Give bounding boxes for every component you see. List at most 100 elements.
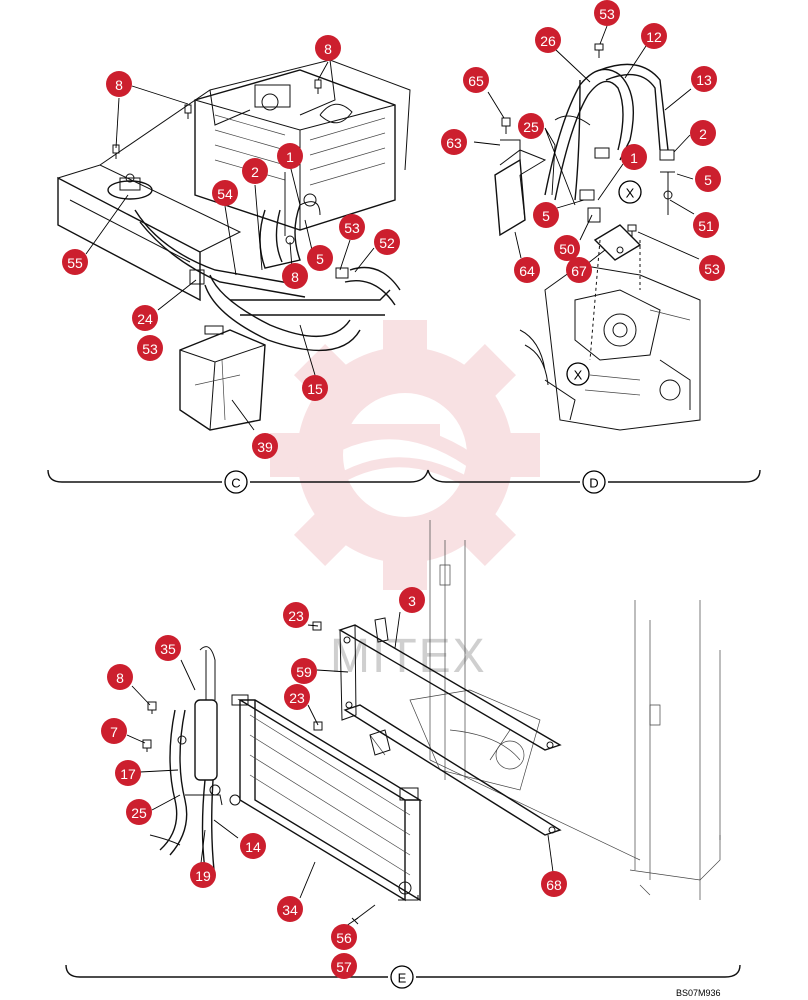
callout-label: 68	[546, 877, 562, 893]
callout-label: 54	[217, 186, 233, 202]
callout-c1a: 1	[277, 143, 303, 169]
callout-badge	[302, 375, 328, 401]
callout-c8a: 8	[106, 71, 132, 97]
callout-c7: 7	[101, 718, 127, 744]
callout-badge	[283, 602, 309, 628]
bolt-icon	[313, 721, 323, 731]
callout-label: 64	[519, 263, 535, 279]
callout-badge	[315, 35, 341, 61]
callout-label: 5	[316, 251, 324, 267]
callout-badge	[533, 202, 559, 228]
callout-c5a: 5	[307, 245, 333, 271]
callout-label: 52	[379, 235, 395, 251]
callout-badge	[252, 433, 278, 459]
callout-label: 34	[282, 902, 298, 918]
callout-badge	[463, 67, 489, 93]
callout-c3: 3	[399, 587, 425, 613]
callout-label: 13	[696, 72, 712, 88]
callout-c1b: 1	[621, 144, 647, 170]
section-label-c: C	[224, 470, 248, 494]
callout-badge	[240, 833, 266, 859]
callout-label: 25	[523, 119, 539, 135]
callout-label: 39	[257, 439, 273, 455]
section-d-drawing	[494, 43, 701, 431]
callout-badge	[282, 263, 308, 289]
callout-c57: 57	[331, 953, 357, 979]
callout-badge	[284, 684, 310, 710]
callout-c5c: 5	[695, 166, 721, 192]
callout-label: 63	[446, 135, 462, 151]
callout-badge	[690, 120, 716, 146]
callout-badge	[535, 27, 561, 53]
callout-c52: 52	[374, 229, 400, 255]
callout-label: 25	[131, 805, 147, 821]
callout-badge	[695, 166, 721, 192]
bolt-icon	[594, 43, 604, 58]
callout-c17: 17	[115, 760, 141, 786]
callout-label: 35	[160, 641, 176, 657]
callout-c25a: 25	[518, 113, 544, 139]
section-label-e-text: E	[398, 971, 407, 986]
callout-c65: 65	[463, 67, 489, 93]
callout-badge	[155, 635, 181, 661]
callout-c50: 50	[554, 235, 580, 261]
callout-c2b: 2	[690, 120, 716, 146]
callout-label: 5	[704, 172, 712, 188]
leader-lines	[85, 25, 700, 927]
callout-c68: 68	[541, 871, 567, 897]
callout-c8c: 8	[282, 263, 308, 289]
callout-label: 57	[336, 959, 352, 975]
callout-label: 8	[324, 41, 332, 57]
callout-badge	[518, 113, 544, 139]
view-marker-x-lower-text: X	[574, 368, 583, 383]
callout-badge	[399, 587, 425, 613]
callout-badge	[107, 664, 133, 690]
section-label-c-text: C	[231, 476, 240, 491]
callout-badge	[441, 129, 467, 155]
callout-label: 5	[542, 208, 550, 224]
callout-label: 15	[307, 381, 323, 397]
callout-label: 53	[344, 220, 360, 236]
callout-badge	[190, 862, 216, 888]
section-e-drawing	[142, 520, 721, 925]
callout-c63: 63	[441, 129, 467, 155]
callout-c59: 59	[291, 658, 317, 684]
callout-badge	[101, 718, 127, 744]
callout-c26: 26	[535, 27, 561, 53]
bolt-icon	[184, 104, 192, 119]
section-label-d-text: D	[589, 476, 598, 491]
callout-badge	[331, 953, 357, 979]
callout-label: 2	[251, 164, 259, 180]
callout-badge	[62, 249, 88, 275]
callout-badge	[277, 896, 303, 922]
bolt-icon	[314, 79, 322, 94]
callout-badge	[693, 212, 719, 238]
callout-label: 23	[289, 690, 305, 706]
callout-label: 8	[116, 670, 124, 686]
callout-c54: 54	[212, 180, 238, 206]
callout-c53a: 53	[339, 214, 365, 240]
callout-badge	[291, 658, 317, 684]
callout-label: 2	[699, 126, 707, 142]
callout-badge	[594, 0, 620, 26]
callout-c23a: 23	[283, 602, 309, 628]
callout-c53c: 53	[594, 0, 620, 26]
callout-c64: 64	[514, 257, 540, 283]
callout-c53b: 53	[137, 335, 163, 361]
callout-label: 26	[540, 33, 556, 49]
callout-c19: 19	[190, 862, 216, 888]
callout-label: 56	[336, 930, 352, 946]
callout-c8b: 8	[315, 35, 341, 61]
callout-c2a: 2	[242, 158, 268, 184]
callout-label: 14	[245, 839, 261, 855]
callout-c14: 14	[240, 833, 266, 859]
callout-label: 1	[286, 149, 294, 165]
callout-c23b: 23	[284, 684, 310, 710]
callout-c56: 56	[331, 924, 357, 950]
callout-badge	[699, 255, 725, 281]
callout-c35: 35	[155, 635, 181, 661]
callout-badge	[691, 66, 717, 92]
callout-c25b: 25	[126, 799, 152, 825]
